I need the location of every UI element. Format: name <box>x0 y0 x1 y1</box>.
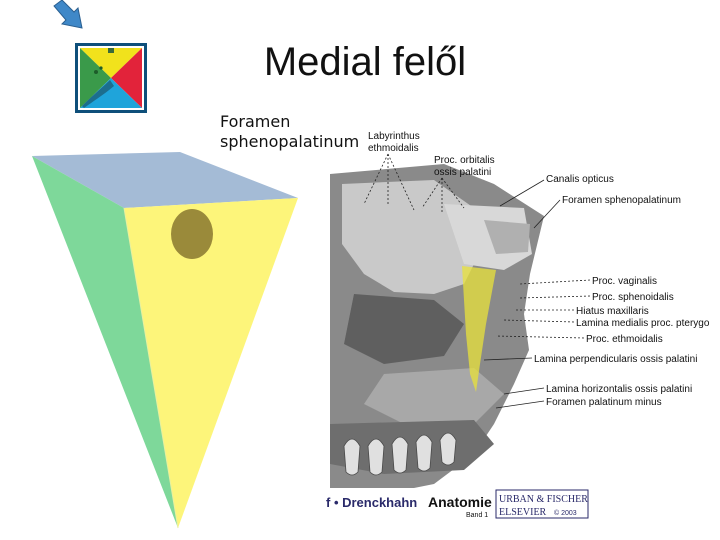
slide-title: Medial felől <box>263 40 467 84</box>
pyramid-top-face <box>32 152 298 208</box>
credit-authors: f • Drenckhahn <box>326 495 417 510</box>
foramen-disc <box>171 209 213 259</box>
foramen-label: Foramen sphenopalatinum <box>220 112 359 152</box>
label-foramen-palatinum-minus: Foramen palatinum minus <box>546 397 662 408</box>
pyramid-thumbnail-icon <box>75 43 147 113</box>
label-foramen-sphenopalatinum: Foramen sphenopalatinum <box>562 195 681 206</box>
credit-publisher-2: ELSEVIER <box>499 507 547 518</box>
credit-title: Anatomie <box>428 494 492 510</box>
pyramid-green-face <box>32 156 178 528</box>
label-lamina-horizontalis: Lamina horizontalis ossis palatini <box>546 384 692 395</box>
label-proc-orbitalis-2: ossis palatini <box>434 167 491 178</box>
label-labyrinthus-1: Labyrinthus <box>368 131 420 142</box>
label-proc-orbitalis-1: Proc. orbitalis <box>434 155 495 166</box>
label-labyrinthus-2: ethmoidalis <box>368 143 419 154</box>
label-proc-vaginalis: Proc. vaginalis <box>592 276 657 287</box>
credit-publisher-1: URBAN & FISCHER <box>499 494 588 505</box>
anatomy-illustration: Labyrinthus ethmoidalis Proc. orbitalis … <box>324 131 710 520</box>
credit-year: © 2003 <box>554 509 577 517</box>
foramen-label-line1: Foramen <box>220 112 291 131</box>
arrow-down-right-icon <box>53 0 83 29</box>
credit-volume: Band 1 <box>466 512 488 519</box>
label-lamina-perpendicularis: Lamina perpendicularis ossis palatini <box>534 354 697 365</box>
label-canalis-opticus: Canalis opticus <box>546 174 614 185</box>
foramen-label-line2: sphenopalatinum <box>220 132 360 151</box>
label-lamina-medialis: Lamina medialis proc. pterygo <box>576 318 710 329</box>
palatine-highlight <box>462 266 496 392</box>
label-hiatus-maxillaris: Hiatus maxillaris <box>576 306 649 317</box>
label-proc-sphenoidalis: Proc. sphenoidalis <box>592 292 674 303</box>
orbit-pyramid-diagram <box>32 152 298 529</box>
leader-lines <box>363 153 591 409</box>
pyramid-yellow-face <box>124 198 298 528</box>
label-proc-ethmoidalis: Proc. ethmoidalis <box>586 334 663 345</box>
